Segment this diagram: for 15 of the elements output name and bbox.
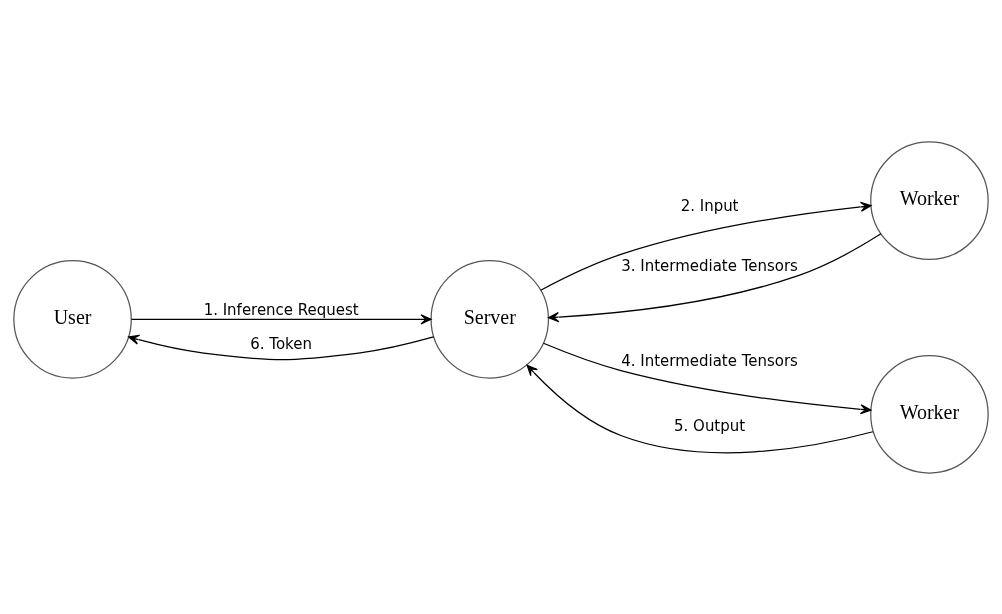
edge-label: 2. Input: [680, 196, 739, 215]
arrow: [526, 364, 874, 453]
edge-label: 5. Output: [674, 416, 746, 435]
edge-label: 3. Intermediate Tensors: [621, 256, 798, 275]
arrow: [547, 232, 882, 322]
arrow: [540, 201, 872, 291]
arrow: [542, 342, 872, 414]
node-circle: Worker: [870, 354, 989, 474]
node-circle: Worker: [870, 140, 989, 260]
edge-label: 1. Inference Request: [203, 300, 359, 319]
arrow: [130, 313, 432, 324]
edge-label: 4. Intermediate Tensors: [621, 351, 798, 370]
arrow: [128, 334, 435, 360]
edge-label: 6. Token: [250, 334, 312, 353]
node-circle: User: [13, 259, 132, 379]
